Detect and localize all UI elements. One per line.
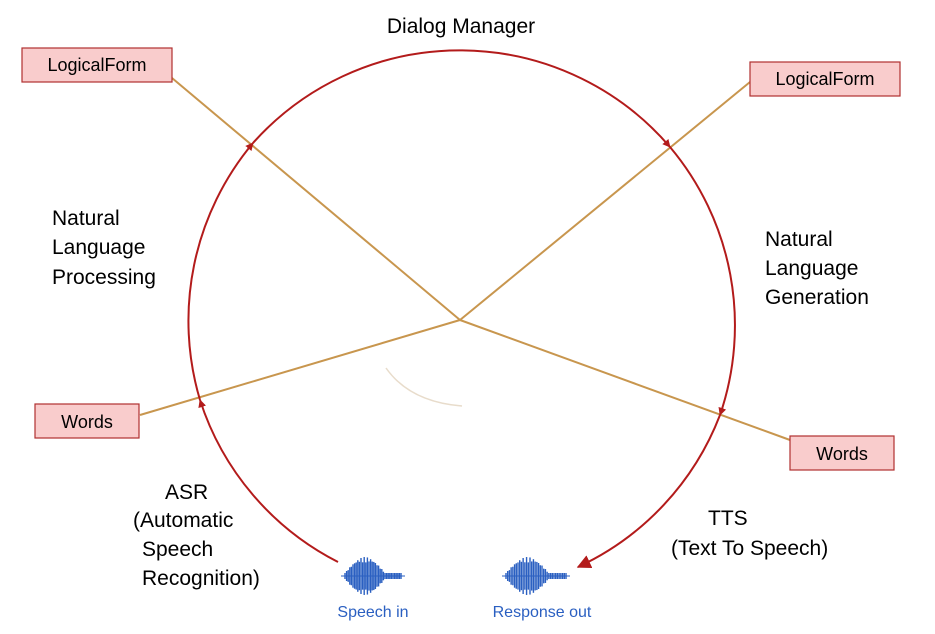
connector-words-left [139, 319, 461, 416]
connector-words-right [459, 319, 791, 441]
cycle-arc-top-left [187, 142, 254, 401]
faint-arc [385, 367, 463, 407]
connector-lines [139, 77, 791, 441]
connector-logicalform-right [459, 81, 751, 321]
words-left-box: Words [34, 403, 140, 439]
asr-line-4: Recognition) [142, 567, 260, 590]
connector-logicalform-left [171, 77, 461, 321]
nlp-line-1: Natural [52, 207, 120, 230]
response-out-label: Response out [493, 604, 592, 621]
asr-line-3: Speech [142, 538, 213, 561]
cycle-arc-bottom-left [198, 399, 339, 563]
cycle-arc-bottom-right [576, 414, 721, 569]
asr-line-1: ASR [165, 481, 208, 504]
nlg-line-2: Language [765, 257, 858, 280]
nlp-line-2: Language [52, 236, 145, 259]
nlp-line-3: Processing [52, 266, 156, 289]
nlg-line-1: Natural [765, 228, 833, 251]
nlg-label: Natural Language Generation [765, 228, 869, 309]
cycle-arc-top [252, 49, 671, 148]
asr-line-2: (Automatic [133, 509, 233, 532]
words-right-label: Words [816, 444, 868, 464]
tts-line-2: (Text To Speech) [671, 537, 828, 560]
tts-label: TTS (Text To Speech) [671, 507, 828, 560]
speech-in-label: Speech in [337, 604, 408, 621]
nlp-label: Natural Language Processing [52, 207, 156, 289]
asr-label: ASR (Automatic Speech Recognition) [133, 481, 260, 590]
dialog-cycle [187, 49, 736, 569]
speech-in-waveform-icon [341, 557, 405, 595]
dialog-manager-title: Dialog Manager [387, 15, 535, 38]
logical-form-left-box: LogicalForm [21, 47, 173, 83]
logical-form-right-label: LogicalForm [775, 69, 874, 89]
nlg-line-3: Generation [765, 286, 869, 309]
cycle-arc-right [669, 146, 736, 416]
logical-form-left-label: LogicalForm [47, 55, 146, 75]
response-out-waveform-icon [502, 557, 570, 595]
words-right-box: Words [789, 435, 895, 471]
words-left-label: Words [61, 412, 113, 432]
tts-line-1: TTS [708, 507, 748, 530]
logical-form-right-box: LogicalForm [749, 61, 901, 97]
